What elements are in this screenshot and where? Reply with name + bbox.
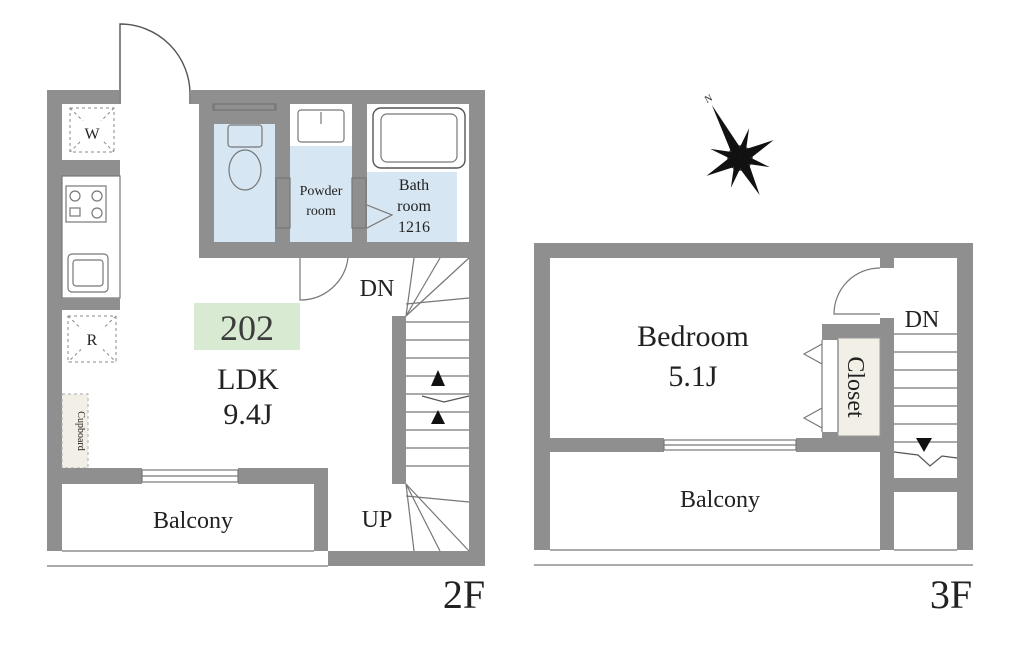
- compass-north-label: N: [703, 93, 715, 106]
- floor-2f-plan: W R Cupboard: [47, 23, 485, 617]
- compass-rose-icon: N: [703, 93, 774, 196]
- ldk-size: 9.4J: [223, 398, 273, 431]
- balcony-3f: [550, 452, 880, 550]
- stair-treads-3f: [894, 333, 957, 443]
- stair-handrail-wall: [392, 316, 406, 484]
- bathtub-icon: [372, 107, 466, 169]
- balcony-label-3f: Balcony: [680, 487, 760, 513]
- toilet-tank-icon: [227, 124, 263, 148]
- powder-door-swing-icon: [299, 257, 349, 301]
- cupboard-label: Cupboard: [75, 411, 86, 450]
- stair-up-label-2f: UP: [362, 507, 393, 533]
- stairwell-2f: [399, 258, 469, 551]
- floor-label-2f: 2F: [443, 572, 485, 617]
- bath-room-label-1: Bath: [399, 177, 429, 194]
- bath-room-label-2: room: [397, 198, 431, 215]
- cupboard: [61, 393, 89, 469]
- vanity-sink-icon: [297, 109, 345, 143]
- toilet-room: [214, 124, 275, 242]
- ldk-label: LDK: [217, 363, 279, 396]
- bath-side-niche: [457, 172, 469, 242]
- powder-room-label-1: Powder: [300, 184, 343, 199]
- bedroom-door-swing-icon: [833, 267, 881, 315]
- stove-icon: [65, 185, 107, 223]
- stair-down-label-2f: DN: [360, 276, 395, 302]
- balcony-label-2f: Balcony: [153, 508, 233, 534]
- closet: [837, 337, 881, 437]
- toilet-bowl-icon: [228, 149, 262, 191]
- washer-label: W: [84, 126, 100, 143]
- stair-down-arrow-icon: [431, 370, 445, 386]
- unit-number-badge: [194, 303, 300, 350]
- kitchen-sink-icon: [67, 253, 109, 293]
- closet-door-icon: [802, 343, 823, 365]
- unit-number: 202: [220, 308, 274, 348]
- bath-room: [367, 172, 457, 242]
- bedroom-size: 5.1J: [668, 360, 718, 393]
- powder-room-label-2: room: [306, 204, 336, 219]
- washer-space: [69, 107, 115, 153]
- stair-up-arrow-icon: [431, 410, 445, 424]
- powder-room: [290, 146, 352, 242]
- closet-label: Closet: [842, 356, 868, 418]
- stair-down-arrow-icon-3f: [916, 438, 932, 452]
- refrigerator-space: [67, 315, 117, 363]
- floor-3f-plan: Closet DN: [534, 243, 973, 617]
- balcony-2f: [62, 484, 314, 551]
- powder-vanity-area: [290, 104, 352, 146]
- floor-label-3f: 3F: [930, 572, 972, 617]
- refrigerator-label: R: [87, 332, 98, 349]
- bath-door-icon: [366, 204, 394, 229]
- bedroom-label: Bedroom: [637, 320, 749, 353]
- stair-down-label-3f: DN: [905, 307, 940, 333]
- entrance-door-icon: [119, 23, 191, 104]
- bath-room-label-3: 1216: [398, 219, 430, 236]
